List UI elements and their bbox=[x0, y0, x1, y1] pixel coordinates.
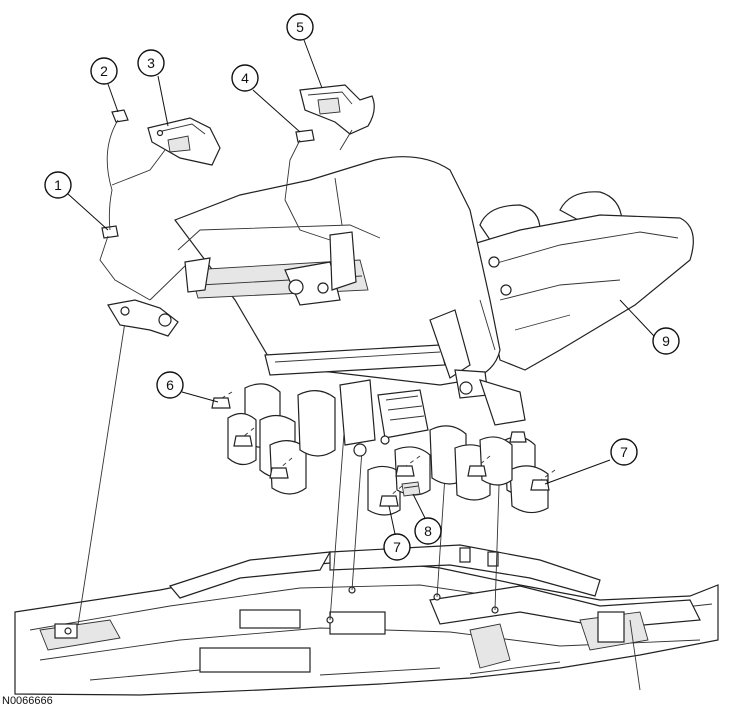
trim-cover-part-5 bbox=[299, 84, 375, 135]
callout-label: 1 bbox=[54, 177, 62, 193]
callout-1: 1 bbox=[44, 171, 72, 199]
callout-3: 3 bbox=[137, 49, 165, 77]
callout-label: 2 bbox=[100, 63, 108, 79]
callout-7-right: 7 bbox=[610, 438, 638, 466]
callout-7-bottom: 7 bbox=[383, 533, 411, 561]
callout-6: 6 bbox=[156, 371, 184, 399]
callout-label: 7 bbox=[620, 444, 628, 460]
hinge-bracket-left bbox=[107, 257, 211, 337]
floor-pan bbox=[14, 544, 719, 696]
figure-code: N0066666 bbox=[2, 695, 53, 707]
pins bbox=[101, 109, 315, 239]
leader-lines bbox=[67, 39, 655, 535]
trim-cover-part-3 bbox=[147, 117, 221, 166]
latch-mechanisms bbox=[284, 231, 526, 457]
callout-label: 3 bbox=[147, 55, 155, 71]
attachment-lines bbox=[77, 321, 501, 626]
callout-label: 5 bbox=[296, 19, 304, 35]
callout-label: 4 bbox=[241, 70, 249, 86]
callout-8: 8 bbox=[414, 517, 442, 545]
callout-label: 8 bbox=[424, 523, 432, 539]
bolts bbox=[211, 391, 556, 507]
callout-label: 7 bbox=[393, 539, 401, 555]
callout-9: 9 bbox=[652, 327, 680, 355]
callout-label: 9 bbox=[662, 333, 670, 349]
callout-2: 2 bbox=[90, 57, 118, 85]
routing-lines bbox=[99, 119, 353, 301]
callout-label: 6 bbox=[166, 377, 174, 393]
clip-part-8 bbox=[401, 481, 421, 497]
callout-5: 5 bbox=[286, 13, 314, 41]
callout-4: 4 bbox=[231, 64, 259, 92]
seat-back bbox=[469, 191, 694, 371]
